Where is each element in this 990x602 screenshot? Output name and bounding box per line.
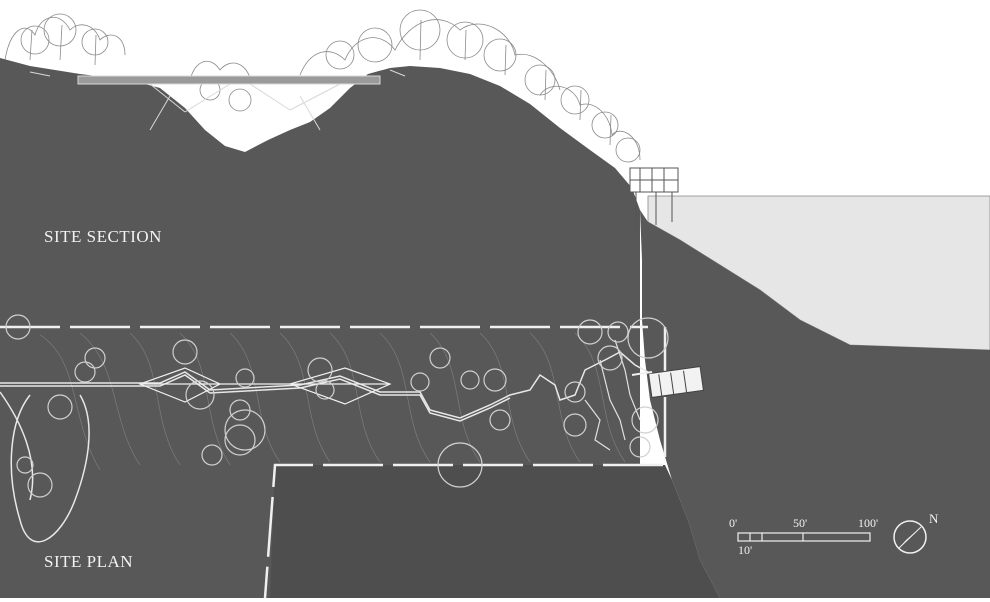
tree-canopy (4, 9, 641, 163)
bridge-plan (138, 367, 392, 405)
scale-bar (737, 532, 871, 542)
north-label: N (929, 511, 939, 526)
scale-label-fifty: 50' (793, 516, 808, 530)
scale-label-ten: 10' (738, 543, 753, 557)
cabin-section (629, 167, 679, 230)
scale-label-hundred: 100' (858, 516, 879, 530)
cabin-plan (631, 365, 704, 399)
site-section-label: SITE SECTION (44, 227, 162, 246)
site-boundary (0, 325, 667, 599)
site-plan-label: SITE PLAN (44, 552, 134, 571)
switchback-stairs (584, 339, 641, 451)
plan-trees (5, 314, 669, 498)
north-arrow-icon (893, 520, 927, 554)
scale-label-zero: 0' (729, 516, 738, 530)
contour-lines (39, 332, 626, 471)
bridge-section (29, 69, 406, 131)
plan-lower-region (270, 465, 720, 598)
terrain-bank (640, 210, 990, 598)
trail-path (0, 351, 649, 543)
